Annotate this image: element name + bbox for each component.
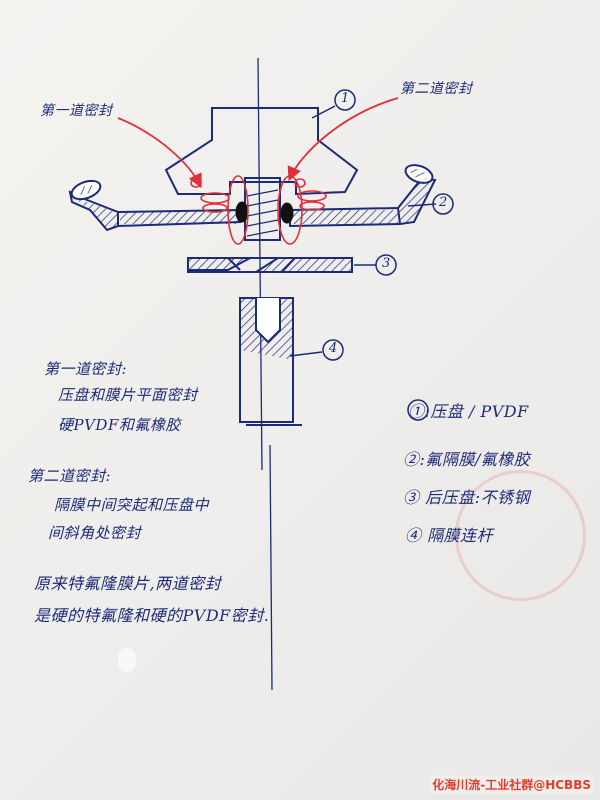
note-first-seal-line1: 压盘和膜片平面密封 xyxy=(58,386,198,404)
note-original-line1: 原来特氟隆膜片,两道密封 xyxy=(34,574,222,593)
diaphragm-hatch-right-arm xyxy=(398,178,433,224)
arrow-first-seal xyxy=(117,117,202,189)
legend-item-3: ③ 后压盘:不锈钢 xyxy=(403,488,530,507)
note-first-seal-line2: 硬PVDF和氟橡胶 xyxy=(58,416,181,434)
note-first-seal-title: 第一道密封: xyxy=(44,360,128,378)
note-second-seal-title: 第二道密封: xyxy=(28,467,112,485)
diaphragm-hatch-right xyxy=(290,210,398,224)
legend-item-4: ④ 隔膜连杆 xyxy=(405,526,494,545)
legend-item-2: ②:氟隔膜/氟橡胶 xyxy=(403,450,531,469)
arrow-second-seal xyxy=(287,97,399,182)
diaphragm-hatch-left xyxy=(120,211,240,224)
legend-circles xyxy=(407,399,429,421)
center-stud xyxy=(244,177,281,241)
number-circles xyxy=(322,89,454,361)
number-3: 3 xyxy=(382,256,391,271)
faded-stamp xyxy=(455,470,586,601)
number-2: 2 xyxy=(439,195,448,210)
legend-item-1: ①:压盘 / PVDF xyxy=(408,402,529,421)
label-second-seal: 第二道密封 xyxy=(400,81,473,97)
note-second-seal-line1: 隔膜中间突起和压盘中 xyxy=(54,496,210,514)
pressure-plate xyxy=(164,107,359,196)
light-smudge xyxy=(118,648,136,672)
number-1: 1 xyxy=(341,91,350,106)
diaphragm-rod xyxy=(239,297,302,426)
label-first-seal: 第一道密封 xyxy=(40,103,113,119)
watermark: 化海川流-工业社群@HCBBS xyxy=(429,775,594,794)
center-axis-lower xyxy=(269,444,273,691)
number-4: 4 xyxy=(329,341,338,356)
seal-nubs xyxy=(235,201,294,224)
diaphragm-hatch-left-arm xyxy=(74,198,118,230)
leader-lines xyxy=(289,105,437,357)
center-axis xyxy=(257,57,263,471)
note-original-line2: 是硬的特氟隆和硬的PVDF密封. xyxy=(34,606,270,625)
left-arm-tip-fill xyxy=(77,185,95,195)
right-arm-tip-fill xyxy=(410,169,428,179)
note-second-seal-line2: 间斜角处密封 xyxy=(48,524,142,542)
back-pressure-plate xyxy=(187,257,353,273)
